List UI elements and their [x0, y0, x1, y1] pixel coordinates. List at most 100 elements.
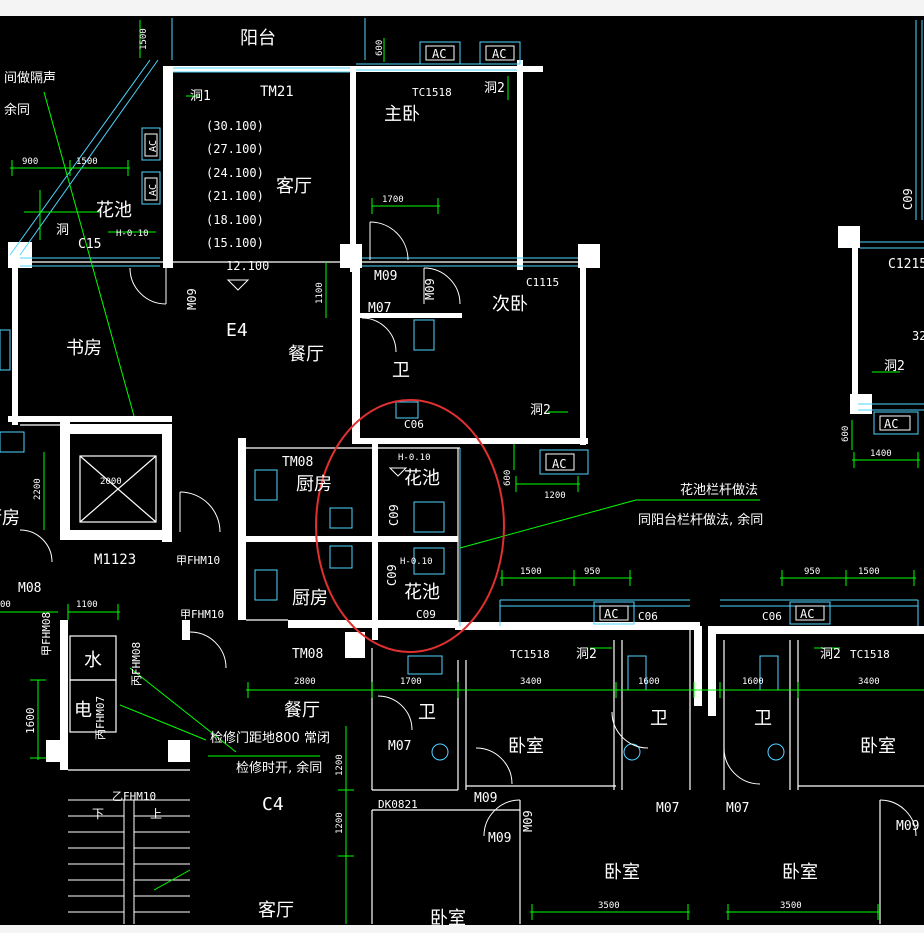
tag-m09-g: M09: [896, 819, 919, 834]
tag-c09-b: C09: [385, 564, 399, 586]
tag-c1215: C1215: [888, 257, 924, 272]
tag-zfhm10: 乙FHM10: [112, 790, 156, 803]
tag-m07-c: M07: [656, 801, 679, 816]
tag-num32: 32: [912, 329, 924, 343]
tag-c06-a: C06: [404, 418, 424, 431]
dimension-value: 600: [503, 470, 513, 486]
dimension-text: 900 1500 1700 2000 1100 00 1200 1500 950…: [0, 157, 892, 911]
ac-label: AC: [884, 417, 898, 431]
ac-units: [144, 45, 911, 621]
room-label-keting: 客厅: [276, 176, 312, 197]
room-label-zhuwo: 主卧: [384, 104, 420, 125]
ac-label: AC: [432, 47, 446, 61]
tag-m07-d: M07: [726, 801, 749, 816]
elevation-value: (18.100): [206, 213, 264, 227]
dimension-value: 1700: [382, 195, 404, 205]
ac-label: AC: [492, 47, 506, 61]
tag-dong2-b: 洞2: [530, 403, 551, 418]
tag-m09-d: M09: [474, 791, 497, 806]
tag-m07-a: M07: [368, 301, 391, 316]
dimension-value: 2000: [100, 477, 122, 487]
dimension-value: 600: [375, 40, 385, 56]
room-label-huachi: 花池: [96, 200, 132, 221]
note-door-2: 检修时开, 余同: [236, 760, 322, 776]
room-label-chufang-b: 厨房: [292, 588, 328, 609]
dimension-value: 1600: [638, 677, 660, 687]
tag-h010-c: H-0.10: [400, 557, 433, 567]
room-labels: 阳台 主卧 客厅 花池 书房 餐厅 次卧 卫 厨房 花池 厨房 花池 餐厅 卫 …: [0, 28, 896, 929]
tag-dong-b: 洞: [56, 223, 69, 238]
dimension-value: 2200: [33, 478, 43, 500]
thin-lines: [20, 261, 924, 924]
room-label-wei-c: 卫: [650, 708, 668, 729]
dimension-value: 1200: [335, 812, 345, 834]
walls: [8, 60, 924, 770]
room-label-yangtai: 阳台: [240, 28, 276, 49]
ac-label: AC: [148, 184, 159, 196]
dimension-value: 1400: [870, 449, 892, 459]
tag-m1123: M1123: [94, 552, 136, 568]
tag-h010-b: H-0.10: [398, 453, 431, 463]
ac-label: AC: [604, 607, 618, 621]
tag-fhm10-a: 甲FHM10: [176, 554, 220, 567]
dimension-value: 600: [841, 426, 851, 442]
tag-c09-r: C09: [901, 188, 915, 210]
elevation-value: (15.100): [206, 236, 264, 250]
room-label-keting-b: 客厅: [258, 900, 294, 921]
room-label-woshi-2: 卧室: [860, 736, 896, 757]
tag-dong2-c: 洞2: [576, 647, 597, 662]
component-tags: TM21 洞1 TC1518 洞2 洞 C15 H-0.10 M09 M07 C…: [18, 81, 924, 846]
tag-dong1: 洞1: [190, 89, 211, 104]
tag-dong2-a: 洞2: [484, 81, 505, 96]
dimension-value: 950: [804, 567, 820, 577]
tag-m09-b: M09: [185, 288, 199, 310]
dimension-text-vertical: 1500 600 1100 2200 1600 600 1200 1200 60…: [24, 28, 851, 834]
stairs: [68, 799, 191, 924]
tag-h010-a: H-0.10: [116, 229, 149, 239]
room-label-wei-d: 卫: [754, 708, 772, 729]
room-label-wei-b: 卫: [418, 702, 436, 723]
dimension-value: 1500: [858, 567, 880, 577]
tag-tm21: TM21: [260, 84, 294, 100]
ac-label: AC: [148, 140, 159, 152]
dimension-value: 1500: [520, 567, 542, 577]
ac-labels: AC AC AC AC AC AC AC AC: [148, 47, 898, 621]
tag-dk0821: DK0821: [378, 798, 418, 811]
dimension-value: 1100: [76, 600, 98, 610]
window-top-edge: [0, 0, 924, 16]
tag-tc1518-b: TC1518: [510, 648, 550, 661]
dimension-value: 00: [0, 600, 11, 610]
elevation-value: (21.100): [206, 189, 264, 203]
note-rail-2: 同阳台栏杆做法, 余同: [638, 512, 763, 528]
tag-fhm08-b: 丙FHM08: [130, 642, 143, 686]
tag-fhm08-a: 甲FHM08: [40, 612, 53, 656]
highlight-ellipse: [315, 399, 505, 653]
tag-m09-e: M09: [488, 831, 511, 846]
leader-lines: [43, 76, 900, 757]
elevation-value: 12.100: [226, 259, 269, 273]
tag-fhm10-b: 甲FHM10: [180, 608, 224, 621]
tag-m09-f: M09: [521, 810, 535, 832]
tag-xia: 下: [92, 807, 104, 821]
tag-c4: C4: [262, 794, 284, 815]
room-label-chufang: 厨房: [296, 474, 332, 495]
room-label-woshi-5: 卧室: [430, 908, 466, 929]
room-label-canting: 餐厅: [288, 344, 324, 365]
tag-tm08-b: TM08: [292, 647, 323, 662]
elevator-shaft: [79, 455, 157, 523]
note-rail-1: 花池栏杆做法: [680, 482, 758, 498]
room-label-canting-b: 餐厅: [284, 700, 320, 721]
dimension-value: 3500: [598, 901, 620, 911]
tag-c15: C15: [78, 237, 101, 252]
room-label-shufang: 书房: [66, 338, 102, 359]
ac-label: AC: [800, 607, 814, 621]
dimension-value: 950: [584, 567, 600, 577]
dimension-value: 2800: [294, 677, 316, 687]
windows: [0, 18, 924, 761]
tag-tm08-a: TM08: [282, 455, 313, 470]
dimension-value: 1600: [24, 708, 37, 735]
tag-m08: M08: [18, 581, 41, 596]
tag-c06-b: C06: [638, 610, 658, 623]
